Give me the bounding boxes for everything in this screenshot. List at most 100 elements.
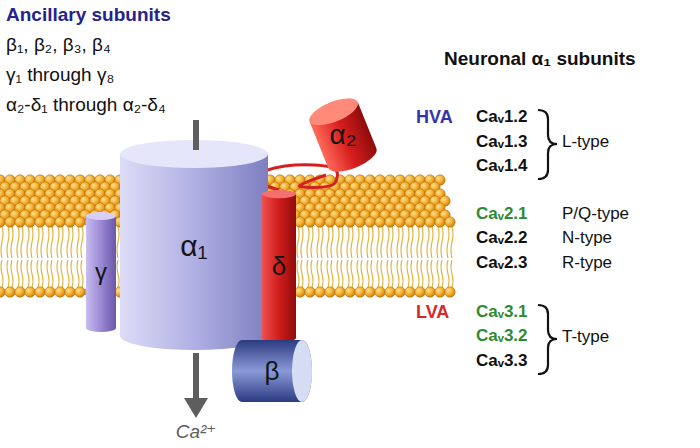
lipid-head <box>325 287 335 297</box>
class-label: HVA <box>416 107 453 129</box>
lipid-tail <box>401 260 403 288</box>
lipid-tail <box>377 260 379 288</box>
lipid-head <box>5 287 15 297</box>
lipid-tail <box>371 226 373 258</box>
lipid-tail <box>317 260 319 288</box>
lipid-tail <box>351 226 353 258</box>
lipid-tail <box>41 260 43 288</box>
lipid-tail <box>331 260 333 288</box>
lipid-tail <box>401 226 403 258</box>
lipid-tail <box>351 260 353 288</box>
lipid-tail <box>431 260 433 288</box>
lipid-head <box>395 287 405 297</box>
alpha2-subunit: α₂ <box>298 95 388 175</box>
lipid-tail <box>17 226 19 258</box>
lipid-head <box>5 217 15 227</box>
class-label: LVA <box>416 302 449 324</box>
lipid-tail <box>327 260 329 288</box>
lipid-head <box>415 287 425 297</box>
lipid-head <box>415 217 425 227</box>
lipid-tail <box>47 226 49 258</box>
lipid-head <box>335 217 345 227</box>
lipid-tail <box>1 260 3 288</box>
lipid-tail <box>297 260 299 288</box>
lipid-tail <box>341 260 343 288</box>
lipid-head <box>355 217 365 227</box>
lipid-head <box>425 217 435 227</box>
cylinder-body <box>232 340 312 402</box>
lipid-tail <box>51 260 53 288</box>
lipid-head <box>15 217 25 227</box>
heading: Ancillary subunits <box>6 4 171 27</box>
lipid-tail <box>391 260 393 288</box>
lipid-tail <box>27 260 29 288</box>
lipid-tail <box>7 226 9 258</box>
lipid-tail <box>7 260 9 288</box>
cylinder-body <box>86 216 116 332</box>
calcium-flow-arrow <box>193 353 199 400</box>
lipid-tail <box>391 226 393 258</box>
heading: Neuronal α₁ subunits <box>444 48 636 71</box>
lipid-head <box>315 217 325 227</box>
lipid-tail <box>361 226 363 258</box>
lipid-tail <box>387 226 389 258</box>
lipid-tail <box>67 260 69 288</box>
t-type-bracket <box>538 305 557 374</box>
alpha1-subunit: α₁ <box>120 140 268 350</box>
subunit-label: α₂ <box>329 120 356 151</box>
lipid-tail <box>297 226 299 258</box>
lipid-tail <box>71 226 73 258</box>
lipid-tail <box>341 226 343 258</box>
lipid-head <box>345 217 355 227</box>
lipid-tail <box>321 226 323 258</box>
lipid-tail <box>57 260 59 288</box>
lipid-tail <box>317 226 319 258</box>
lipid-tail <box>21 260 23 288</box>
lipid-tail <box>347 260 349 288</box>
lipid-tail <box>21 226 23 258</box>
lipid-tail <box>37 260 39 288</box>
lipid-tail <box>307 260 309 288</box>
lipid-tail <box>397 260 399 288</box>
channel-type: N-type <box>562 228 612 248</box>
lipid-tail <box>311 260 313 288</box>
lipid-head <box>75 217 85 227</box>
lipid-head <box>345 287 355 297</box>
channel-name: Caᵥ2.3 <box>476 253 528 273</box>
lipid-tail <box>31 260 33 288</box>
ion-label: Ca²⁺ <box>176 421 217 444</box>
lipid-head <box>0 287 5 297</box>
lipid-tail <box>17 260 19 288</box>
cylinder-cap <box>292 340 312 402</box>
subunit-label: γ <box>95 259 107 285</box>
channel-name: Caᵥ2.1 <box>476 204 528 224</box>
arrow-head <box>184 398 208 418</box>
channel-name: Caᵥ1.3 <box>476 132 528 152</box>
lipid-head <box>445 287 455 297</box>
channel-type: R-type <box>562 253 612 273</box>
subunit-list: γ₁ through γ₈ <box>6 64 114 87</box>
lipid-head <box>55 217 65 227</box>
lipid-tail <box>407 226 409 258</box>
lipid-tail <box>417 260 419 288</box>
lipid-tail <box>437 226 439 258</box>
lipid-head <box>35 287 45 297</box>
lipid-tail <box>67 226 69 258</box>
lipid-head <box>65 217 75 227</box>
lipid-tail <box>117 260 119 288</box>
lipid-tail <box>311 226 313 258</box>
brackets <box>538 110 557 374</box>
lipid-head <box>75 287 85 297</box>
lipid-tail <box>367 226 369 258</box>
lipid-tail <box>81 226 83 258</box>
lipid-head <box>315 287 325 297</box>
lipid-tail <box>377 226 379 258</box>
lipid-tail <box>81 260 83 288</box>
channel-name: Caᵥ2.2 <box>476 228 528 248</box>
lipid-head <box>445 217 455 227</box>
lipid-head <box>435 287 445 297</box>
lipid-head <box>375 287 385 297</box>
lipid-head <box>325 217 335 227</box>
